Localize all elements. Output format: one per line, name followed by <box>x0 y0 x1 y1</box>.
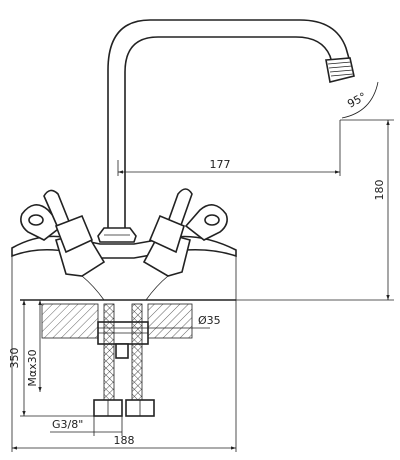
dim-180-label: 180 <box>373 180 386 201</box>
dim-350-label: 350 <box>8 348 21 369</box>
dim-max30-label: Mαx30 <box>26 349 39 386</box>
flex-hoses <box>93 303 155 417</box>
dim-188-label: 188 <box>114 434 135 447</box>
dim-spout-reach: 177 <box>117 120 341 176</box>
dim-177-label: 177 <box>210 158 231 171</box>
left-handle[interactable] <box>20 189 94 254</box>
cross-handle-icon <box>148 188 228 254</box>
dim-max-deck: Mαx30 <box>26 300 42 392</box>
deck-section <box>20 299 236 359</box>
dim-overall-width: 188 <box>11 256 237 452</box>
dim-hole-diameter: Ø35 <box>98 314 221 329</box>
right-handle[interactable] <box>148 188 228 254</box>
dim-spout-height: 180 <box>236 119 394 301</box>
dim-35-label: Ø35 <box>198 314 221 327</box>
dim-hose-length: 350 <box>8 300 94 417</box>
aerator-icon <box>325 57 355 83</box>
spout <box>107 19 379 228</box>
dim-angle-label: 95° <box>345 90 368 111</box>
dim-thread-label: G3/8" <box>52 418 83 431</box>
dim-thread: G3/8" <box>50 416 123 436</box>
cross-handle-icon <box>20 189 94 254</box>
